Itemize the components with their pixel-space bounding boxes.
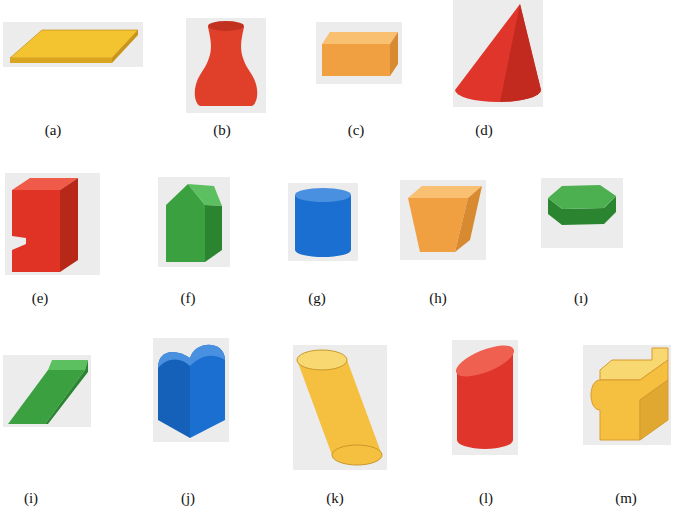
curved-prism-part [158, 345, 225, 368]
photo-background-part [288, 183, 358, 261]
shape-label: (l) [479, 489, 493, 507]
curved-prism-part [158, 352, 190, 438]
slab-prism-part [10, 58, 112, 63]
hexagonal-prism-part [548, 185, 616, 209]
photo-background-part [400, 180, 486, 260]
pentagonal-prism [166, 184, 222, 262]
shape-label: (h) [429, 289, 447, 307]
curved-prism [158, 345, 225, 438]
hexagonal-prism [548, 185, 616, 225]
shape-label: (m) [615, 489, 637, 507]
cut-cylinder [452, 339, 518, 449]
shape-label: (g) [308, 289, 326, 307]
cut-cylinder-part [452, 339, 518, 383]
trapezoid-prism-part [455, 186, 482, 252]
cuboid-part [390, 32, 398, 76]
shape-label: (i) [24, 489, 38, 507]
parallelogram-prism [8, 360, 88, 424]
cylinder-part [295, 195, 351, 250]
l-shaped-prism-part [591, 360, 668, 440]
shape-label: (j) [181, 489, 195, 507]
shape-label: (b) [213, 121, 231, 139]
cylinder [295, 188, 351, 257]
shape-label: (a) [45, 121, 62, 139]
photo-background-part [3, 22, 143, 67]
shape-label: (f) [181, 289, 196, 307]
photo-background-part [3, 355, 91, 427]
vase-part [208, 21, 244, 31]
cone [455, 4, 541, 102]
notched-block-part [60, 178, 78, 272]
photo-background-part [583, 345, 671, 445]
photo-background-part [452, 340, 518, 455]
photo-background-part [541, 178, 623, 248]
pentagonal-prism-part [188, 184, 222, 206]
oblique-cylinder-part [297, 350, 347, 370]
photo-background-part [158, 177, 230, 267]
shape-label: (d) [475, 121, 493, 139]
photo-background-part [186, 18, 266, 113]
shape-label: (ı) [574, 289, 588, 307]
cone-part [455, 4, 541, 102]
cuboid-part [322, 32, 398, 44]
photo-background-part [293, 345, 387, 470]
vase-part [195, 27, 258, 106]
parallelogram-prism-part [8, 370, 85, 424]
photo-background-part [5, 173, 100, 275]
oblique-cylinder [297, 350, 382, 465]
cuboid [322, 32, 398, 76]
shape-label: (c) [348, 121, 365, 139]
cuboid-part [322, 44, 390, 76]
photo-background [3, 0, 671, 470]
pentagonal-prism-part [205, 205, 222, 262]
shape-label: (e) [32, 289, 49, 307]
trapezoid-prism [408, 186, 482, 252]
oblique-cylinder-part [297, 360, 382, 455]
parallelogram-prism-part [48, 360, 88, 370]
cone-part [500, 4, 541, 102]
cylinder-part [295, 243, 351, 257]
shape-label: (k) [326, 489, 344, 507]
l-shaped-prism-part [640, 380, 668, 440]
oblique-cylinder-part [332, 445, 382, 465]
vase [195, 21, 258, 106]
photo-background-part [316, 22, 402, 84]
photo-background-part [153, 338, 229, 442]
l-shaped-prism [591, 348, 668, 440]
slab-prism [10, 30, 138, 63]
slab-prism-part [112, 30, 138, 63]
photo-background-part [453, 0, 543, 107]
notched-block-part [12, 190, 60, 272]
notched-block [12, 178, 78, 272]
parallelogram-prism-part [45, 360, 88, 424]
cylinder-part [295, 188, 351, 202]
